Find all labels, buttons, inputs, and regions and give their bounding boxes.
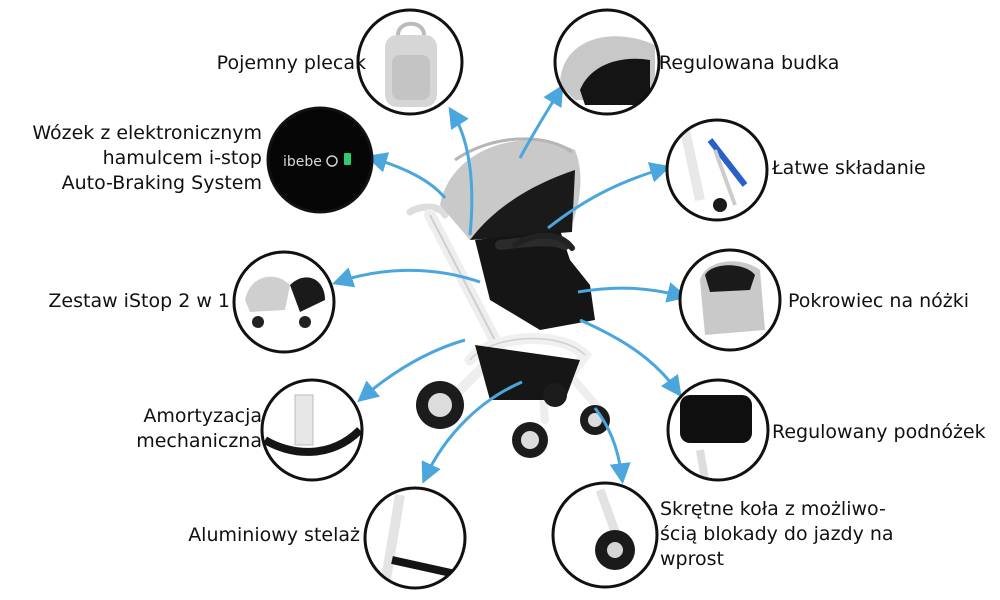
suspension-circle xyxy=(260,378,364,482)
arrow-frame xyxy=(421,380,523,484)
wheels-label-line-2: ścią blokady do jazdy na xyxy=(660,523,894,545)
suspension-photo-icon xyxy=(262,394,362,456)
folding-label: Łatwe składanie xyxy=(772,157,926,179)
suspension-label: Amortyzacja mechaniczna xyxy=(70,404,262,454)
brake-label-line-3: Auto-Braking System xyxy=(61,172,262,194)
footmuff-circle xyxy=(678,248,782,352)
footrest-photo-icon xyxy=(680,395,752,480)
canopy-circle xyxy=(553,8,661,116)
suspension-label-line-1: Amortyzacja xyxy=(143,405,262,427)
stroller-set-photo-icon xyxy=(245,276,325,328)
arrow-backpack xyxy=(448,106,474,236)
swivel-wheel-photo-icon xyxy=(595,488,635,570)
arrow-set xyxy=(332,267,481,288)
frame-label: Aluminiowy stelaż xyxy=(188,524,360,546)
backpack-label: Pojemny plecak xyxy=(216,52,366,74)
set-circle xyxy=(232,250,336,354)
footrest-circle xyxy=(666,378,770,482)
suspension-label-line-2: mechaniczna xyxy=(136,430,262,452)
arrow-brake xyxy=(365,152,447,199)
set-label: Zestaw iStop 2 w 1 xyxy=(48,290,230,312)
footmuff-label: Pokrowiec na nóżki xyxy=(788,290,970,312)
stroller-illustration xyxy=(406,137,610,458)
wheels-label-line-3: wprost xyxy=(660,548,724,570)
wheels-label: Skrętne koła z możliwo- ścią blokady do … xyxy=(660,497,894,572)
arrow-wheels xyxy=(593,407,631,485)
arrow-folding xyxy=(547,162,672,230)
arrow-footmuff xyxy=(577,282,689,303)
brake-label-line-1: Wózek z elektronicznym xyxy=(32,122,262,144)
brake-label-line-2: hamulcem i-stop xyxy=(102,147,262,169)
feature-arrows xyxy=(332,84,689,485)
canopy-photo-icon xyxy=(560,36,655,105)
wheels-label-line-1: Skrętne koła z możliwo- xyxy=(660,498,886,520)
folding-photo-icon xyxy=(680,128,748,212)
arrow-suspension xyxy=(357,338,466,403)
brake-display-text: ibebe xyxy=(283,154,322,170)
canopy-label: Regulowana budka xyxy=(659,52,840,74)
backpack-circle xyxy=(356,8,464,116)
folding-circle xyxy=(665,118,769,222)
footrest-label: Regulowany podnóżek xyxy=(772,421,986,443)
footmuff-photo-icon xyxy=(700,261,765,335)
wheels-circle xyxy=(551,481,659,589)
brake-label: Wózek z elektronicznym hamulcem i-stop A… xyxy=(0,121,262,196)
frame-circle xyxy=(363,486,467,590)
arrow-canopy xyxy=(518,84,564,159)
arrow-footrest xyxy=(579,318,682,398)
brake-display-photo-icon: ibebe xyxy=(283,153,351,170)
backpack-photo-icon xyxy=(385,21,437,107)
brake-circle: ibebe xyxy=(266,106,374,214)
frame-photo-icon xyxy=(380,494,461,586)
